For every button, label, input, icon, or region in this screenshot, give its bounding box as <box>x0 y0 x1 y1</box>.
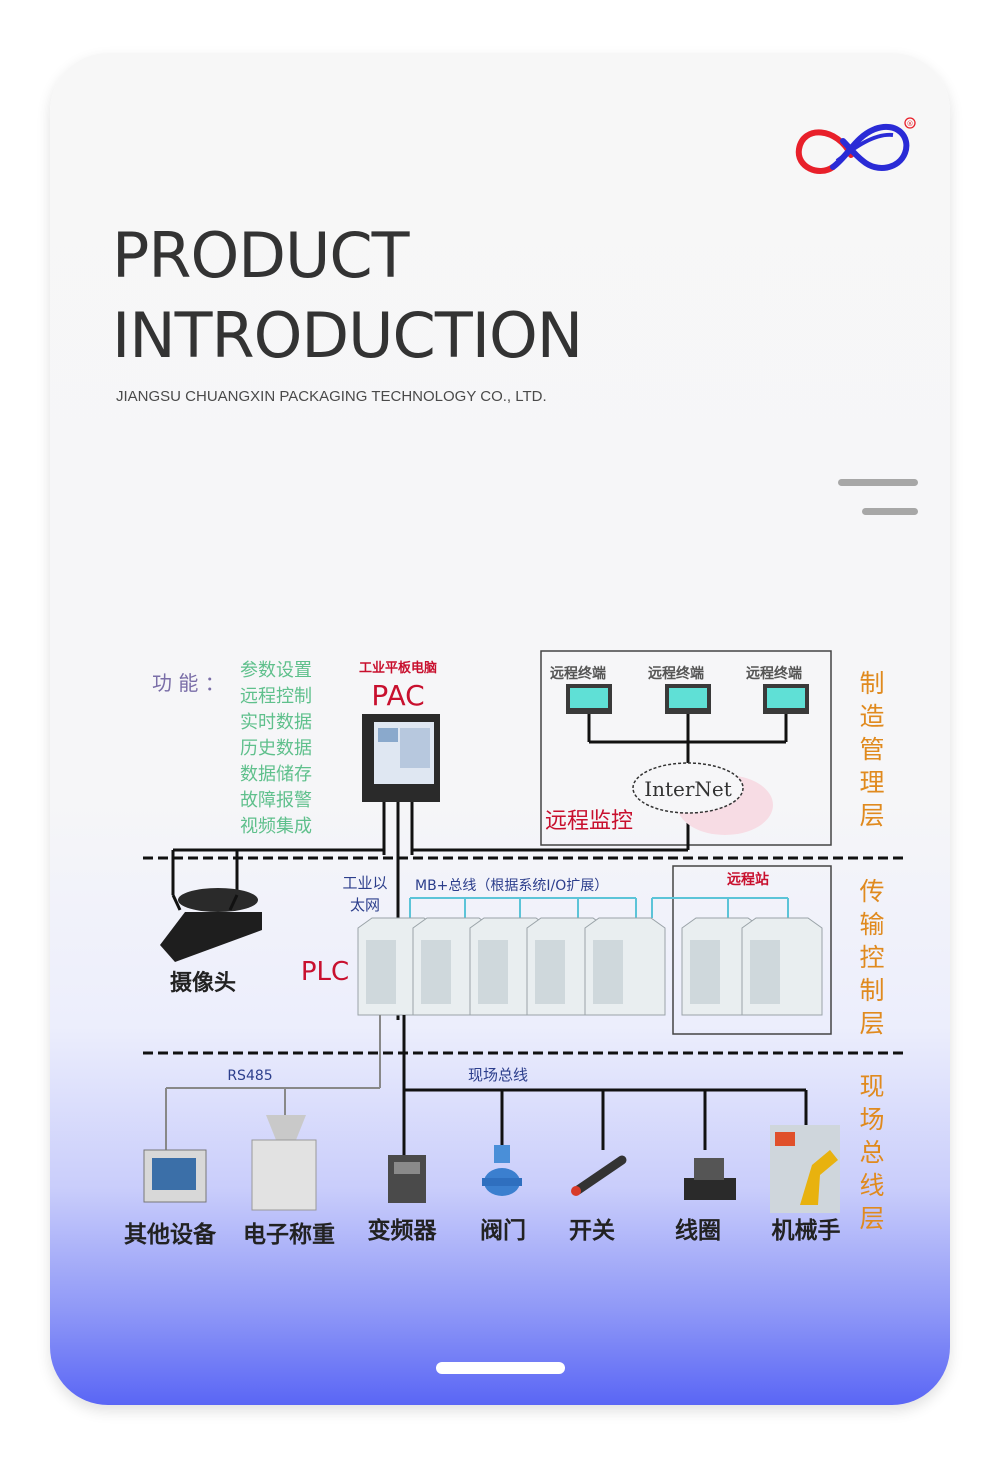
ethernet-label: 工业以 <box>342 874 387 892</box>
device-label: 机械手 <box>772 1218 841 1244</box>
plc-module-panel <box>750 940 780 1004</box>
plc-module-panel <box>593 940 623 1004</box>
remote-monitor-label: 远程监控 <box>545 809 633 834</box>
valve-device-icon <box>482 1145 522 1196</box>
function-item: 参数设置 <box>240 660 312 681</box>
fieldbus-label: 现场总线 <box>468 1066 528 1084</box>
plc-modules <box>357 917 823 1016</box>
internet-label: InterNet <box>644 777 732 801</box>
pac-caption: 工业平板电脑 <box>359 660 437 676</box>
pac-panel-pc-icon <box>362 714 440 802</box>
infinity-logo-icon: ® <box>795 117 916 174</box>
layer-label: 传输控制层 <box>859 877 884 1038</box>
home-indicator[interactable] <box>436 1362 565 1374</box>
menu-lines-icon[interactable] <box>838 477 920 519</box>
weighing-device-icon <box>251 1115 317 1211</box>
ethernet-label: 太网 <box>350 896 380 914</box>
bus-label: MB+总线（根据系统I/O扩展） <box>415 878 608 894</box>
title-line-1: PRODUCT <box>112 219 410 292</box>
company-subtitle: JIANGSU CHUANGXIN PACKAGING TECHNOLOGY C… <box>116 388 547 405</box>
function-item: 实时数据 <box>240 712 312 733</box>
switch-device-icon <box>571 1155 627 1196</box>
plc-module-panel <box>366 940 396 1004</box>
device-label: 电子称重 <box>243 1221 335 1248</box>
plc-module-panel <box>535 940 565 1004</box>
device-label: 开关 <box>569 1217 615 1244</box>
terminal-label: 远程终端 <box>746 665 802 682</box>
function-item: 视频集成 <box>240 816 312 837</box>
plc-module-panel <box>690 940 720 1004</box>
device-label: 其他设备 <box>124 1221 217 1248</box>
remote-station-label: 远程站 <box>727 871 769 888</box>
function-item: 远程控制 <box>240 686 312 707</box>
terminal-label: 远程终端 <box>648 665 704 682</box>
registered-mark: ® <box>907 120 914 128</box>
rs485-label: RS485 <box>227 1068 272 1084</box>
plc-module-panel <box>478 940 508 1004</box>
meter-device-icon <box>143 1149 207 1203</box>
coil-device-icon <box>684 1158 736 1200</box>
camera-label: 摄像头 <box>170 970 236 996</box>
function-label: 功 能 ： <box>152 671 225 695</box>
device-label: 线圈 <box>675 1217 721 1244</box>
function-item: 历史数据 <box>240 738 312 759</box>
function-item: 数据储存 <box>240 764 312 785</box>
device-label: 变频器 <box>368 1217 438 1244</box>
device-label: 阀门 <box>480 1217 526 1244</box>
title-line-2: INTRODUCTION <box>112 299 583 372</box>
camera-icon <box>160 888 262 962</box>
layer-label: 现场总线层 <box>859 1072 884 1233</box>
plc-module-panel <box>421 940 451 1004</box>
terminal-monitor-icon <box>566 684 809 714</box>
robot-arm-device-icon <box>770 1125 840 1213</box>
terminal-label: 远程终端 <box>550 665 606 682</box>
inverter-device-icon <box>388 1155 426 1203</box>
layer-label: 制造管理层 <box>859 669 884 830</box>
function-item: 故障报警 <box>240 790 312 811</box>
page-title: PRODUCT INTRODUCTION <box>112 216 583 376</box>
plc-label: PLC <box>301 957 349 987</box>
pac-label: PAC <box>371 679 424 712</box>
